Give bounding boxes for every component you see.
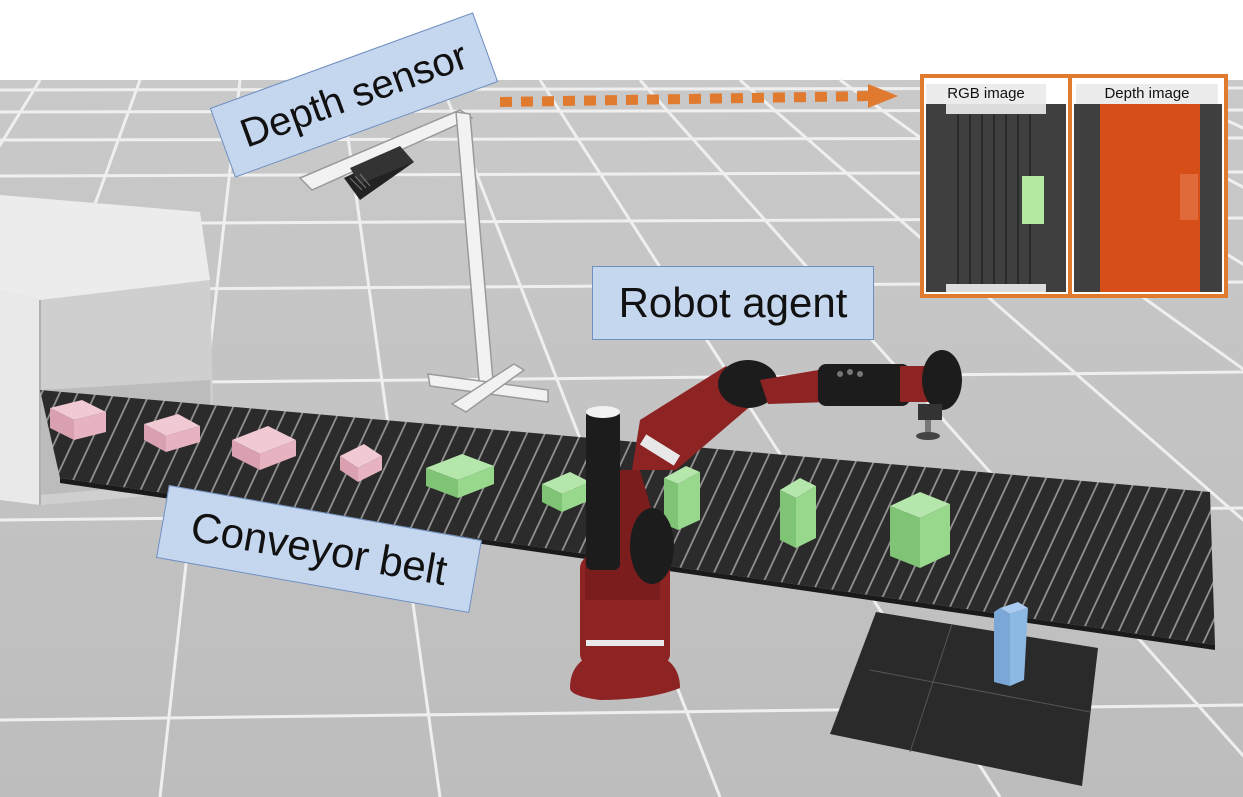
blue-box xyxy=(994,602,1028,686)
rgb-image-panel xyxy=(926,104,1066,292)
pink-box xyxy=(50,400,106,440)
green-box xyxy=(664,466,700,530)
pink-box xyxy=(340,444,382,482)
robot-agent-label: Robot agent xyxy=(592,266,874,340)
green-box xyxy=(426,454,494,498)
robot-arm xyxy=(570,350,962,700)
green-box xyxy=(780,478,816,548)
drop-pad xyxy=(830,612,1098,786)
sensor-stand xyxy=(298,109,549,413)
rgb-image-caption: RGB image xyxy=(926,84,1046,104)
depth-image-caption: Depth image xyxy=(1076,84,1218,104)
pink-box xyxy=(144,414,200,452)
green-box xyxy=(542,472,590,512)
green-boxes xyxy=(426,454,950,568)
dotted-arrow-right-icon xyxy=(499,84,898,108)
green-box xyxy=(890,492,950,568)
sensor-inset-panel xyxy=(920,74,1228,298)
depth-camera-icon xyxy=(344,146,414,200)
pink-boxes xyxy=(50,400,382,482)
depth-image-panel xyxy=(1074,104,1222,292)
pink-box xyxy=(232,426,296,470)
